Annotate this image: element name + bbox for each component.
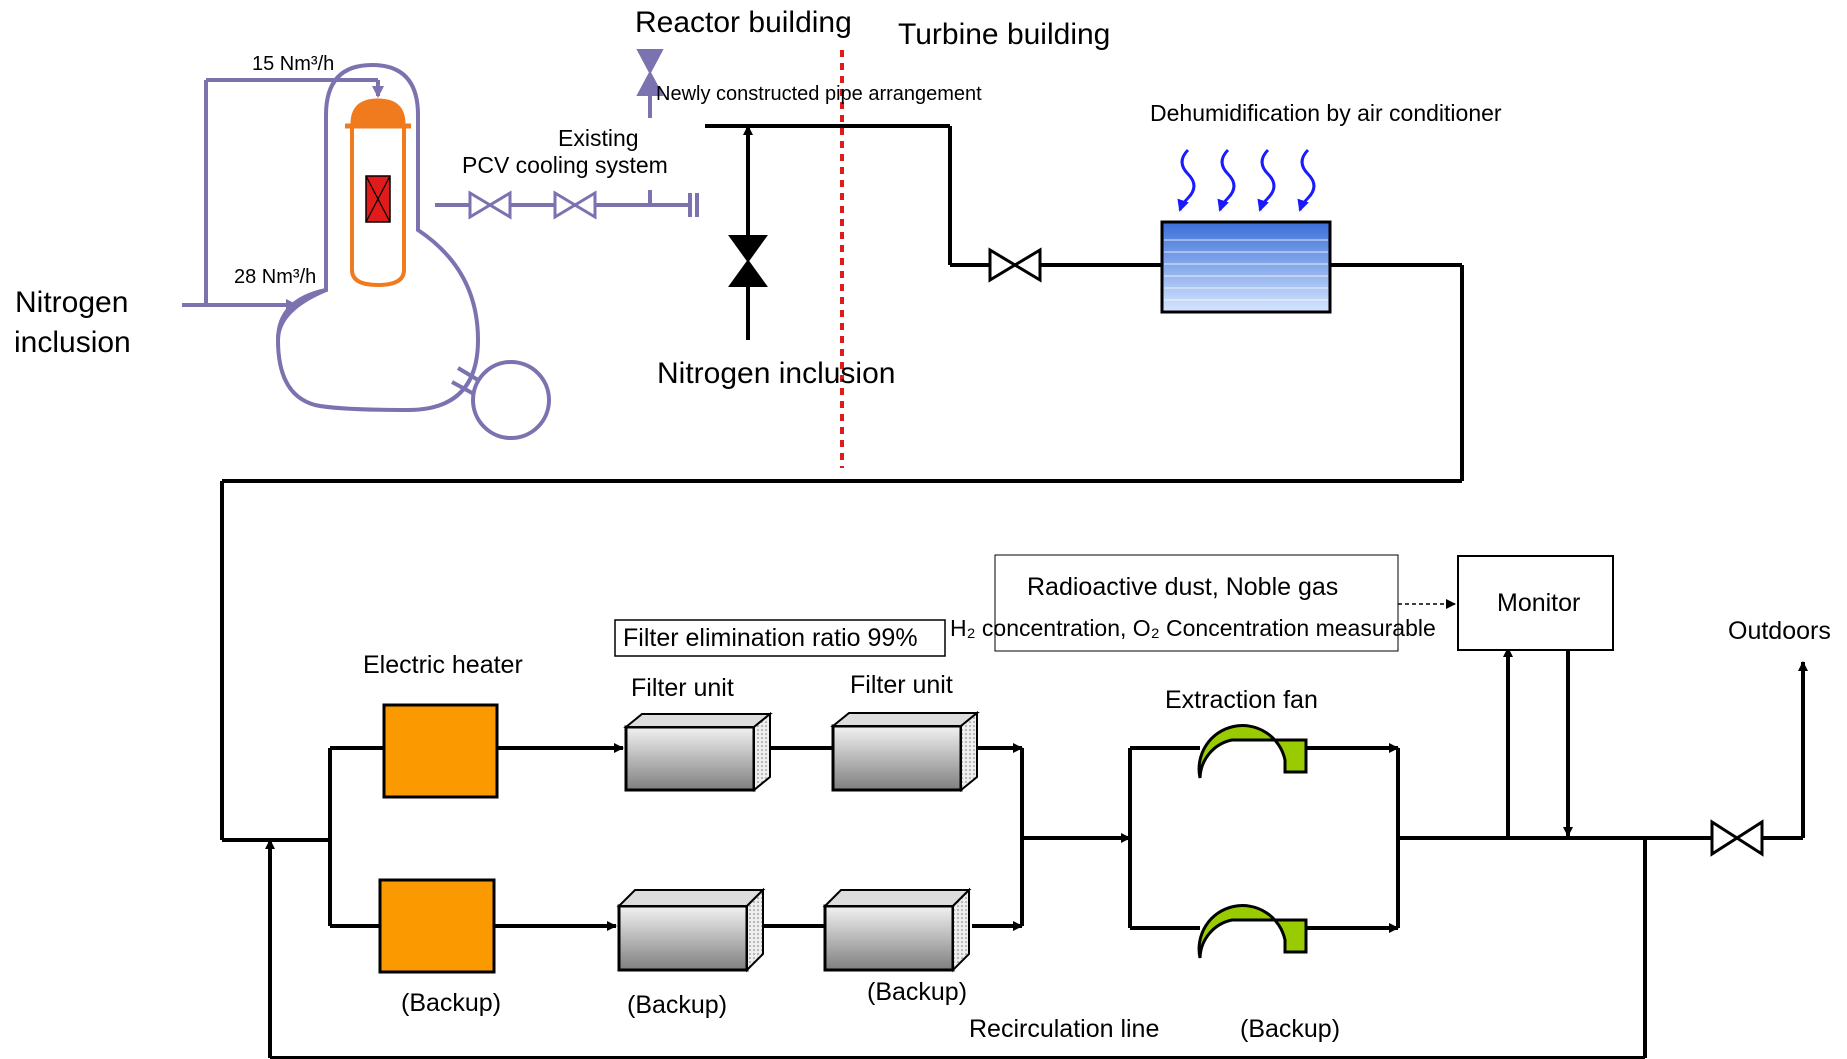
pcv-valve-1	[468, 190, 512, 220]
dehumidifier	[1160, 148, 1332, 314]
extraction-fan-label: Extraction fan	[1165, 686, 1318, 714]
filter-unit-2	[830, 710, 980, 793]
dehumidifier-valve	[988, 247, 1042, 283]
nitrogen-label-line1: Nitrogen	[15, 286, 128, 319]
suppression-chamber	[471, 360, 551, 440]
recirculation-label: Recirculation line	[969, 1015, 1159, 1043]
backup-heater-label: (Backup)	[401, 989, 501, 1017]
existing-label: Existing	[558, 125, 639, 151]
filter-unit-label-2: Filter unit	[850, 671, 953, 699]
flow-rate-bottom: 28 Nm³/h	[234, 266, 316, 288]
filter-unit-backup-2	[822, 887, 972, 973]
upper-piping	[220, 124, 1464, 840]
turbine-building-label: Turbine building	[898, 18, 1110, 51]
filter-ratio-label: Filter elimination ratio 99%	[623, 624, 918, 652]
radioactive-label: Radioactive dust, Noble gas	[1027, 573, 1338, 601]
vent-valve	[636, 49, 664, 118]
electric-heater	[382, 703, 499, 799]
filter-ratio-box	[614, 619, 946, 657]
monitor-box	[1457, 555, 1614, 651]
filter-unit-1	[623, 711, 773, 793]
pcv-cooling-label: PCV cooling system	[462, 152, 668, 178]
dehumidification-label: Dehumidification by air conditioner	[1150, 100, 1502, 126]
backup-filter-label-1: (Backup)	[627, 991, 727, 1019]
reactor-pressure-vessel	[345, 98, 411, 288]
backup-filter-label-2: (Backup)	[867, 978, 967, 1006]
outdoors-label: Outdoors	[1728, 617, 1831, 645]
nitrogen-valve	[728, 235, 768, 287]
filter-unit-backup-1	[616, 887, 766, 973]
outlet-valve	[1710, 819, 1764, 857]
filter-unit-label-1: Filter unit	[631, 674, 734, 702]
concentration-label: H₂ concentration, O₂ Concentration measu…	[950, 615, 1436, 641]
electric-heater-backup	[378, 878, 496, 974]
containment-vessel	[275, 62, 551, 440]
monitor-label: Monitor	[1497, 589, 1580, 617]
newly-constructed-label: Newly constructed pipe arrangement	[656, 83, 982, 105]
backup-fan-label: (Backup)	[1240, 1015, 1340, 1043]
electric-heater-label: Electric heater	[363, 651, 523, 679]
flow-rate-top: 15 Nm³/h	[252, 53, 334, 75]
nitrogen-inclusion-label: Nitrogen inclusion	[657, 357, 895, 390]
extraction-fan	[1197, 724, 1308, 779]
reactor-building-label: Reactor building	[635, 6, 852, 39]
measurement-box	[994, 554, 1399, 652]
lower-piping	[222, 647, 1808, 1059]
nitrogen-label-line2: inclusion	[14, 326, 131, 359]
pcv-valve-2	[553, 190, 597, 220]
extraction-fan-backup	[1197, 904, 1308, 959]
